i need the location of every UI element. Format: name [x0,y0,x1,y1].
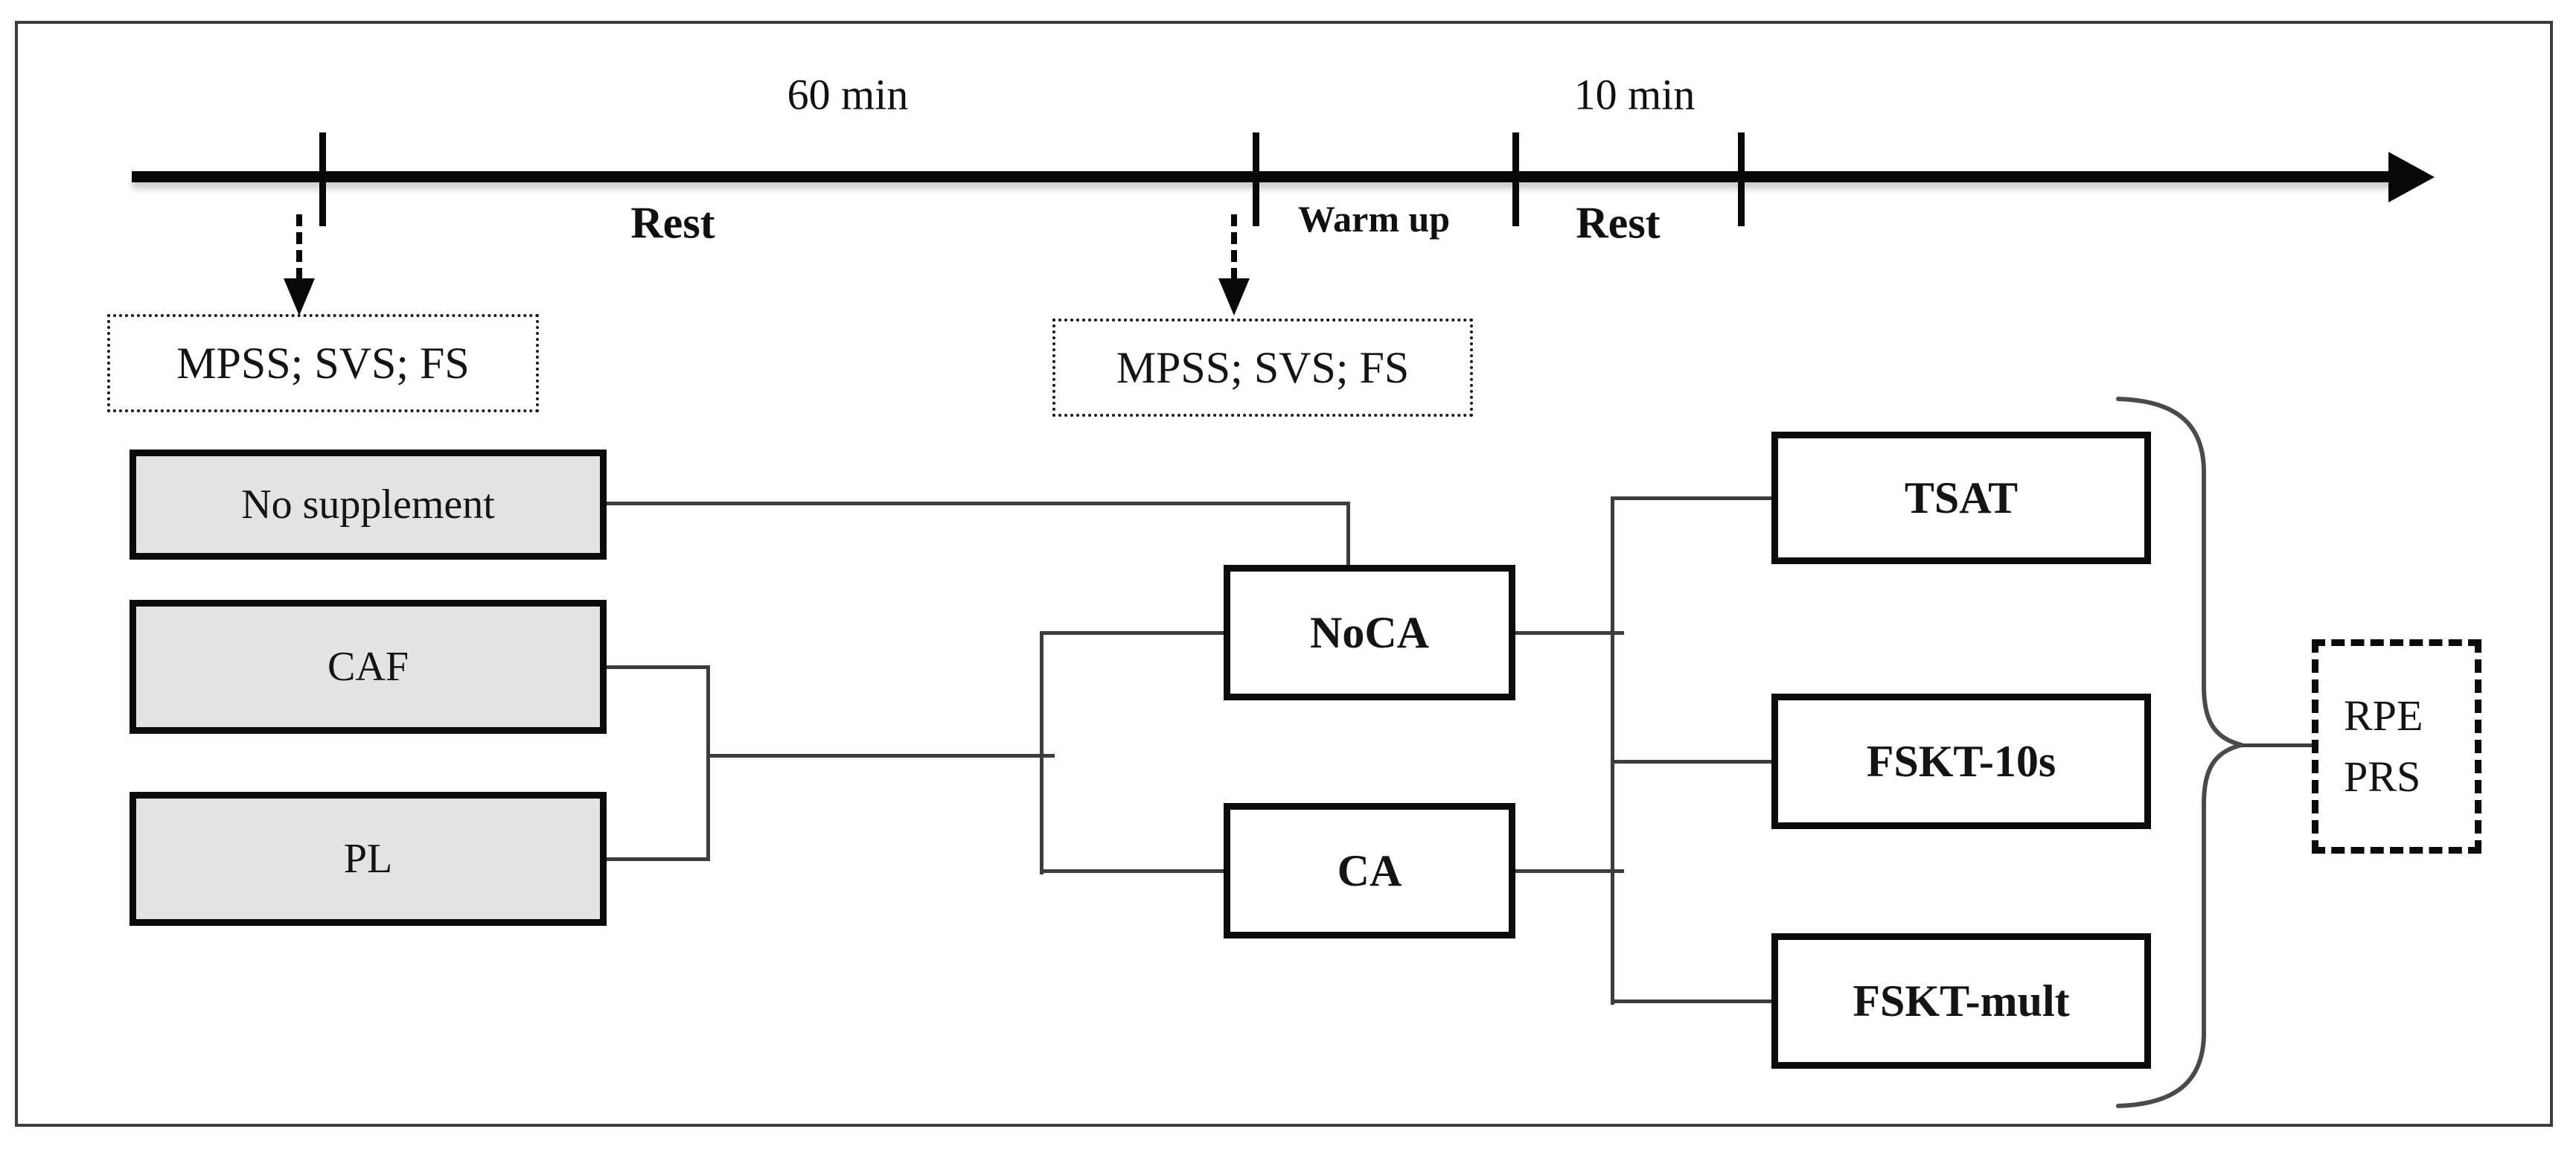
outcome-prs-label: PRS [2344,752,2421,801]
figure-frame: 60 min 10 min Rest Warm up Rest MPSS; SV… [15,21,2553,1127]
timeline-axis [132,171,2394,182]
connector-trunk [706,754,1055,758]
connector-junction1-vertical [706,665,710,861]
connector-junction3-vertical [1611,496,1614,1005]
dashed-down-arrow-1-stem-icon [296,214,302,280]
activity-label-rest-2: Rest [1576,198,1661,248]
connector-fskt10s-in [1611,760,1774,764]
connector-brace-to-outcomes [2242,743,2313,747]
connector-fsktmult-in [1611,1000,1774,1003]
curly-brace-icon [2116,397,2243,1108]
connector-junction2-vertical [1040,631,1043,874]
connector-pl-stub [607,857,710,861]
duration-label-60min: 60 min [787,70,909,119]
activity-label-warmup: Warm up [1297,198,1451,240]
dashed-down-arrow-2-stem-icon [1231,214,1237,280]
box-noca: NoCA [1224,565,1515,700]
dashed-down-arrow-2-head-icon [1218,278,1250,316]
connector-noca-out [1512,631,1624,635]
connector-no-supplement-horizontal [607,502,1349,505]
connector-noca-in [1040,631,1227,635]
measures-box-1: MPSS; SVS; FS [107,314,539,412]
box-no-supplement: No supplement [130,450,607,560]
box-pl: PL [130,792,607,926]
dashed-down-arrow-1-head-icon [284,278,315,316]
outcome-rpe-label: RPE [2344,691,2423,740]
connector-tsat-in [1611,496,1774,500]
box-caf: CAF [130,600,607,734]
timeline-tick-2 [1253,132,1259,226]
activity-label-rest-1: Rest [630,198,715,248]
connector-caf-stub [607,665,710,669]
connector-ca-in [1040,869,1227,873]
timeline-tick-3 [1512,132,1519,226]
measures-box-2: MPSS; SVS; FS [1052,319,1473,417]
timeline-arrowhead-icon [2388,152,2435,202]
box-tsat: TSAT [1771,432,2151,564]
connector-ca-out [1512,869,1624,873]
box-rpe-prs: RPE PRS [2312,639,2481,854]
timeline-tick-1 [319,132,326,226]
duration-label-10min: 10 min [1573,70,1696,119]
box-ca: CA [1224,803,1515,938]
timeline-tick-4 [1738,132,1745,226]
box-fskt-10s: FSKT-10s [1771,694,2151,829]
connector-no-supplement-vertical [1346,502,1350,568]
box-fskt-mult: FSKT-mult [1771,933,2151,1069]
